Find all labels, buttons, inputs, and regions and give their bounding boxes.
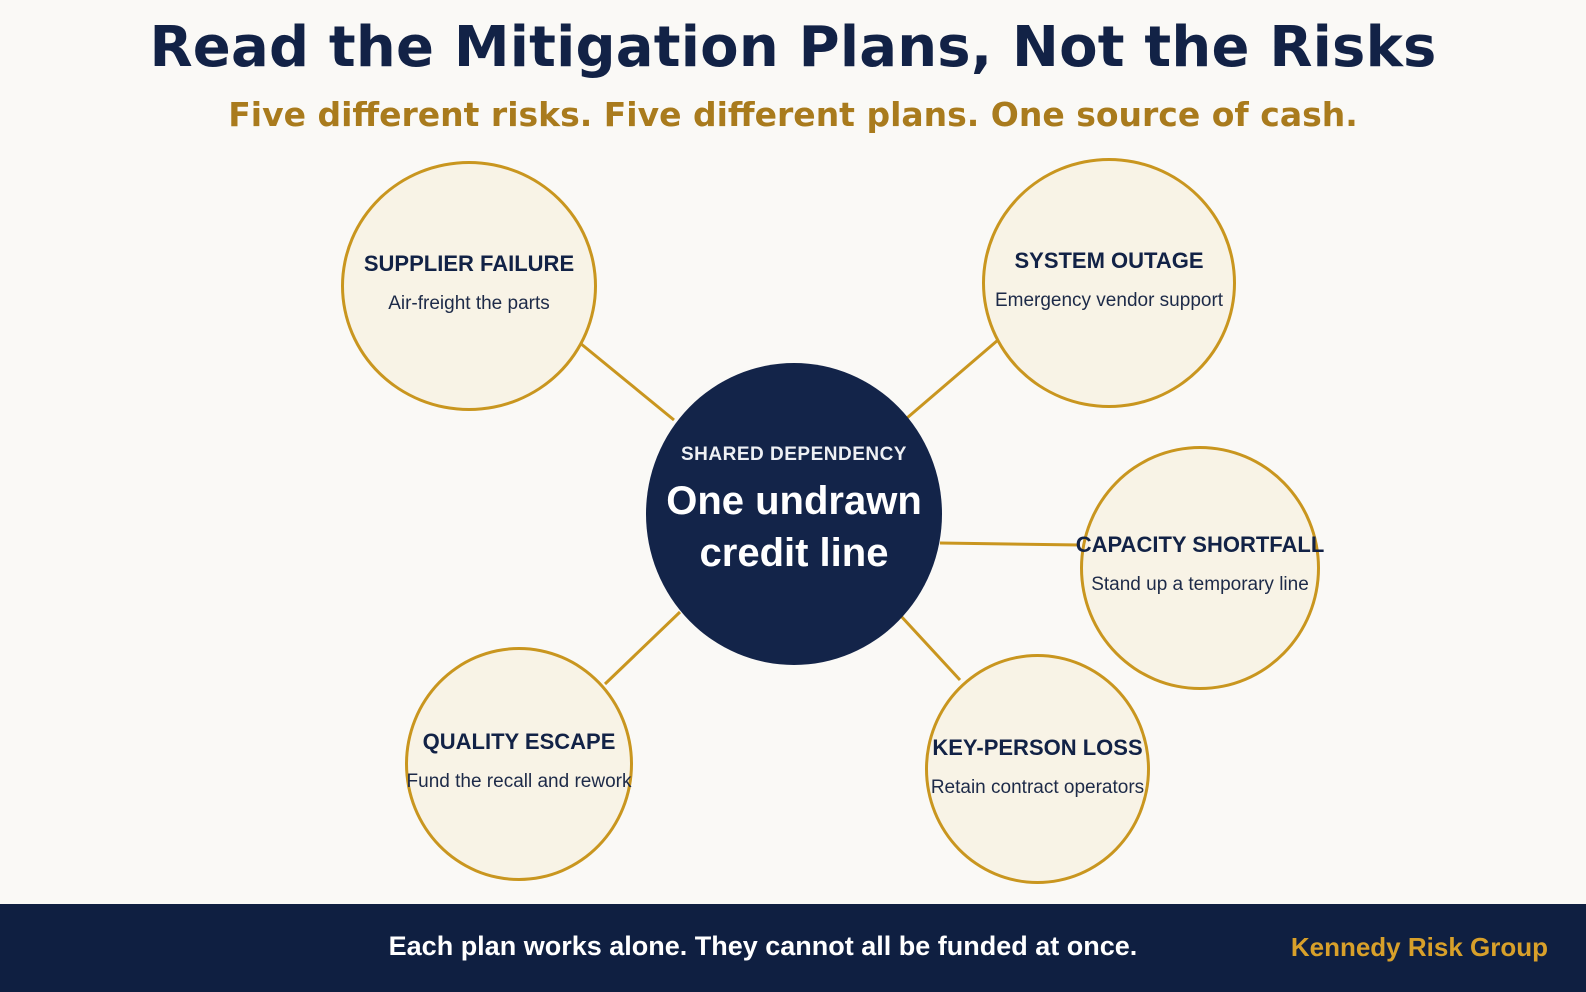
page-subtitle: Five different risks. Five different pla… [228,95,1358,134]
hub-kicker: SHARED DEPENDENCY [681,444,907,465]
risk-node-capacity-shortfall: CAPACITY SHORTFALL Stand up a temporary … [1076,446,1324,690]
connector-capacity-shortfall [939,541,1081,547]
risk-node-supplier-failure: SUPPLIER FAILURE Air-freight the parts [341,161,597,411]
footer-message: Each plan works alone. They cannot all b… [388,931,1138,961]
risk-title: SYSTEM OUTAGE [1014,247,1204,273]
risk-node-system-outage: SYSTEM OUTAGE Emergency vendor support [982,158,1236,408]
risk-title: SUPPLIER FAILURE [363,250,575,276]
risk-plan: Stand up a temporary line [1091,573,1309,595]
risk-plan: Air-freight the parts [388,292,550,314]
risk-node-key-person-loss: KEY-PERSON LOSS Retain contract operator… [925,654,1150,884]
risk-title: QUALITY ESCAPE [422,728,616,754]
risk-node-quality-escape: QUALITY ESCAPE Fund the recall and rewor… [405,647,633,881]
risk-title: KEY-PERSON LOSS [932,734,1143,760]
hub-main-line-2: credit line [699,531,889,575]
hub-main-text: One undrawn credit line [666,475,922,579]
risk-title: CAPACITY SHORTFALL [1075,531,1325,557]
brand-name: Kennedy Risk Group [1290,932,1548,962]
shared-dependency-hub: SHARED DEPENDENCY One undrawn credit lin… [646,363,942,665]
connector-quality-escape [603,610,682,686]
risk-plan: Fund the recall and rework [406,770,632,792]
connector-key-person-loss [898,613,962,682]
hub-main-line-1: One undrawn [666,479,922,523]
risk-plan: Emergency vendor support [994,289,1224,311]
footer-bar: Each plan works alone. They cannot all b… [0,904,1586,992]
page-title: Read the Mitigation Plans, Not the Risks [149,15,1437,80]
connector-supplier-failure [579,341,675,422]
risk-plan: Retain contract operators [930,776,1145,798]
connector-system-outage [906,338,999,420]
